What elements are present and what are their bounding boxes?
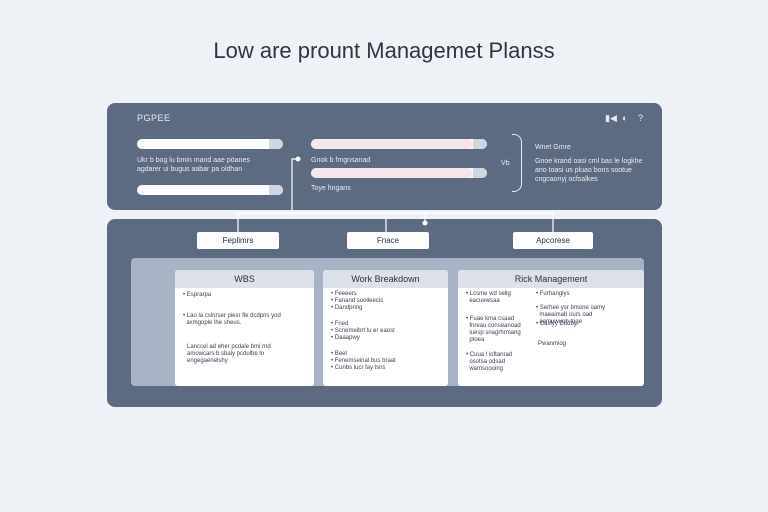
progress-bar-tail bbox=[473, 168, 487, 178]
risk-management-card: Rick Management • Lcsme wd sellg eacuews… bbox=[458, 270, 644, 386]
right-description: Gnoe krand oasi cml bas le logkhe ano to… bbox=[535, 157, 655, 184]
help-icon[interactable]: ? bbox=[638, 113, 644, 123]
right-description-line: Gnoe krand oasi cml bas le logkhe bbox=[535, 158, 643, 165]
card-item: Pwanmiog bbox=[538, 341, 567, 347]
left-description: Ukr b bog lu bmin mand aae pöanes agdare… bbox=[137, 156, 287, 174]
wbs-card: WBS • Esprarpa • Lao la cslnrser piesr f… bbox=[175, 270, 314, 386]
card-body: • Feeeers • Fanand sooileecis • Dandpnng… bbox=[323, 288, 448, 386]
progress-bar bbox=[311, 168, 487, 178]
card-item: • Cuua l ioftanrad osotsa odsad wamsoooi… bbox=[466, 352, 513, 372]
card-item: • Serhee ysr bmone oamy maeaimab ours oa… bbox=[536, 305, 606, 325]
connector-line bbox=[292, 212, 387, 232]
progress-bar-tail bbox=[269, 139, 283, 149]
progress-bar-tail bbox=[473, 139, 487, 149]
node-apcorese[interactable]: Apcorese bbox=[513, 232, 593, 249]
card-body: • Lcsme wd sellg eacuewsaa • Fuae kma cs… bbox=[458, 288, 644, 386]
card-item: • Esprarpa bbox=[183, 292, 212, 298]
card-item: • Fned • Scnemeibrt lu er eaost • Daaapw… bbox=[331, 321, 395, 341]
toggle-icon[interactable]: ◐ bbox=[622, 113, 628, 123]
node-feplimrs[interactable]: Feplimrs bbox=[197, 232, 279, 249]
card-item: • Beel • Fenemseinal bus braat • Cunbs l… bbox=[331, 351, 396, 371]
progress-bar-tail bbox=[269, 185, 283, 195]
right-description-line: cngcaonyj ocfsalkes bbox=[535, 176, 598, 183]
connector-line bbox=[237, 158, 300, 232]
page-title: Low are prount Managemet Planss bbox=[213, 38, 555, 63]
right-description-line: ano toasi us pluao bons sootue bbox=[535, 167, 632, 174]
node-fnace[interactable]: Fnace bbox=[347, 232, 429, 249]
connector-dot bbox=[422, 220, 428, 226]
right-heading: Wnet Gmre bbox=[535, 144, 571, 151]
left-description-line: agdarer ui bugus aabar pa oldhan bbox=[137, 166, 243, 173]
panel-tag: PGPEE bbox=[137, 113, 171, 123]
left-description-line: Ukr b bog lu bmin mand aae pöanes bbox=[137, 157, 250, 164]
progress-bar-fill bbox=[311, 139, 473, 149]
card-item: • Furhanglys bbox=[536, 291, 570, 297]
card-item: • Caxlyy Dddby bbox=[536, 321, 577, 327]
progress-bar bbox=[137, 185, 283, 195]
connector-dot bbox=[295, 156, 301, 162]
card-item: • Feeeers • Fanand sooileecis • Dandpnng bbox=[331, 291, 384, 311]
card-heading: Rick Management bbox=[458, 270, 644, 288]
card-item: • Lao la cslnrser piesr fle dcdpns yod a… bbox=[183, 313, 281, 326]
card-heading: WBS bbox=[175, 270, 314, 288]
middle-label-2: Toye hngans bbox=[311, 185, 351, 192]
card-item: • Fuae kma csaad fnreau conseanoad luesp… bbox=[466, 316, 521, 343]
card-heading: Work Breakdown bbox=[323, 270, 448, 288]
card-body: • Esprarpa • Lao la cslnrser piesr fle d… bbox=[175, 288, 314, 386]
toolbar-control-icon[interactable]: ▮◀ bbox=[605, 113, 617, 123]
card-item: • Lcsme wd sellg eacuewsaa bbox=[466, 291, 511, 304]
card-item: Lanccel ad eher pcdale bmi rnd amowcars … bbox=[187, 344, 271, 364]
work-breakdown-card: Work Breakdown • Feeeers • Fanand sooile… bbox=[323, 270, 448, 386]
progress-bar bbox=[137, 139, 283, 149]
connector-line bbox=[386, 212, 554, 232]
progress-bar bbox=[311, 139, 487, 149]
progress-bar-fill bbox=[311, 168, 473, 178]
middle-label-1: Gnok b fmgnsanad bbox=[311, 157, 371, 164]
arrow-label: Vb bbox=[501, 160, 510, 167]
